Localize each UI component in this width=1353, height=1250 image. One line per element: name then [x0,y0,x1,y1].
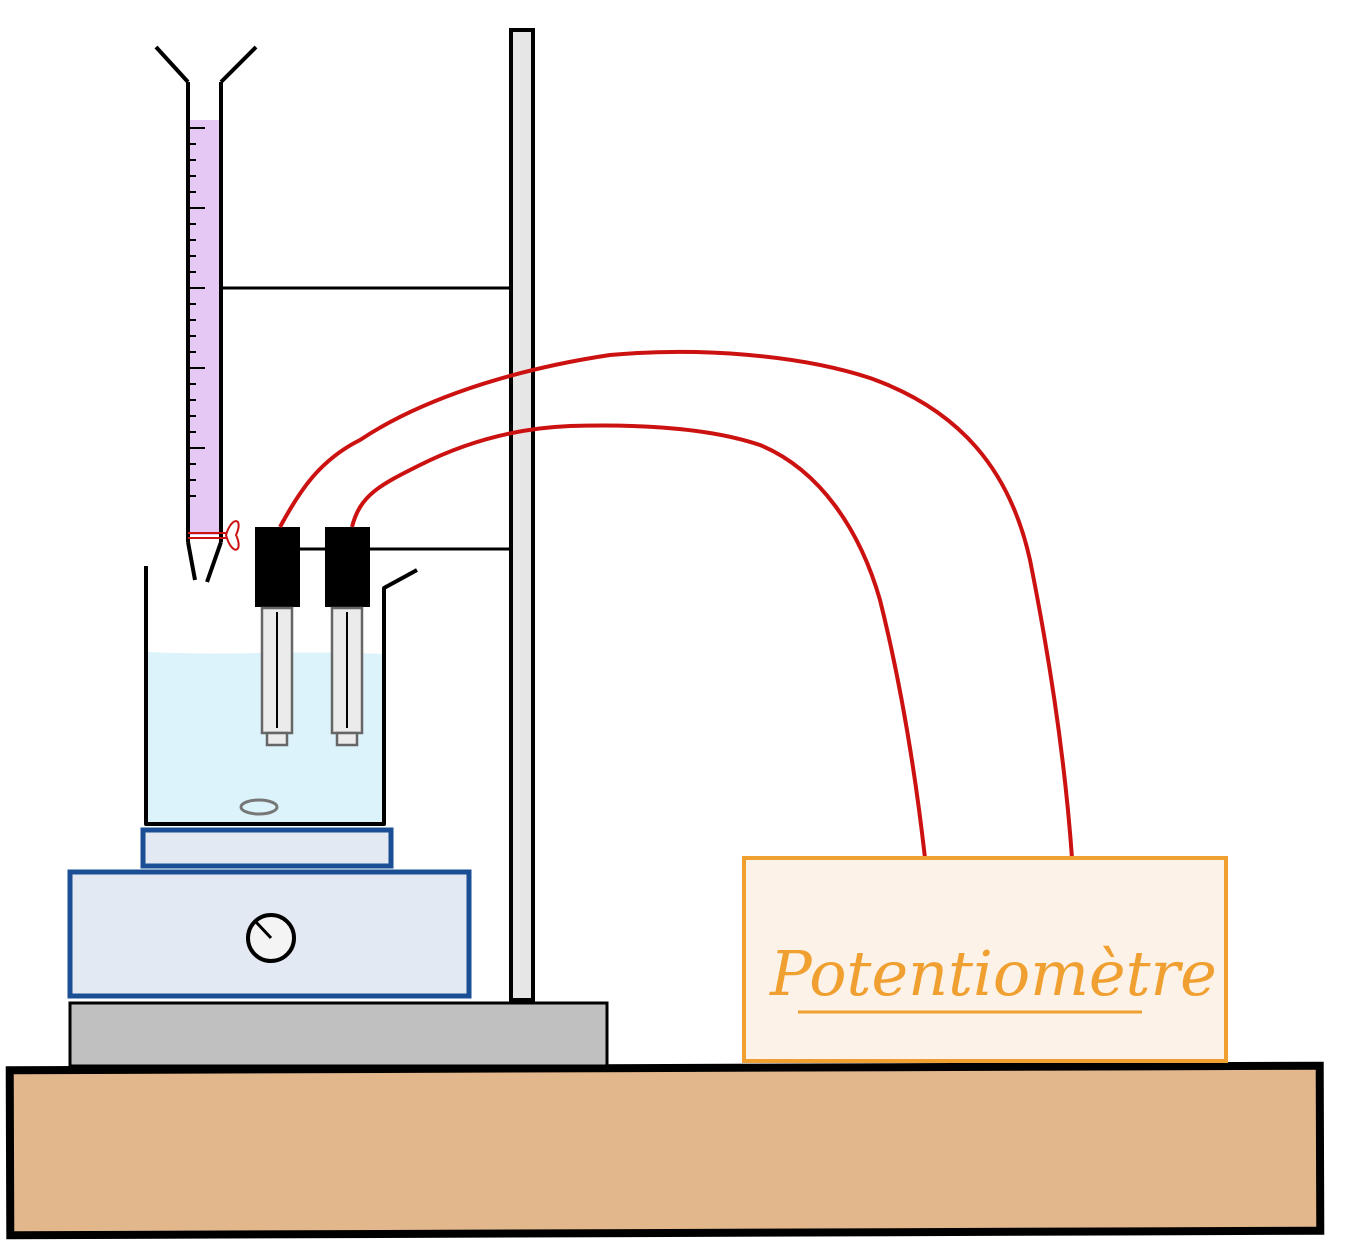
electrode-left [255,527,300,747]
stir-bar-icon [239,798,279,816]
potentiometer-label: Potentiomètre [769,937,1217,1010]
burette-liquid [188,120,220,535]
burette-graduations [188,127,205,497]
beaker-liquid [148,652,382,822]
magnetic-stirrer [67,827,472,999]
stirrer-plate [140,827,394,869]
potentiometer: Potentiomètre [742,856,1228,1063]
electrode-right [325,527,370,747]
burette [154,45,258,583]
beaker [144,566,418,826]
stand-base [68,1001,609,1068]
stopcock-icon [188,520,240,551]
wire-left-electrode [278,349,1074,859]
bench [5,1061,1325,1240]
stand-rod [509,28,535,1002]
potentiometer-box [742,856,1228,1063]
wire-right-electrode [350,423,927,859]
